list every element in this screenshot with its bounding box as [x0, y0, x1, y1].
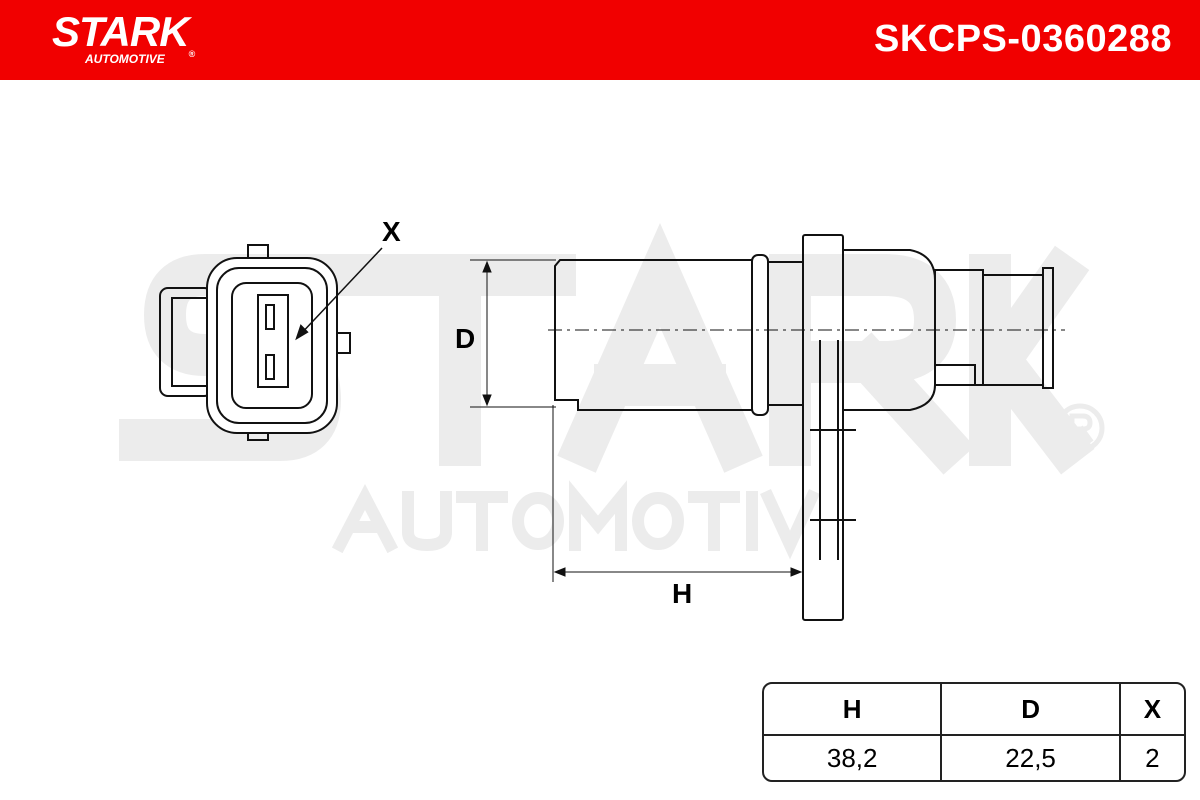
sensor-side-view: [548, 234, 1065, 621]
value-d: 22,5: [942, 736, 1121, 780]
header-d: D: [942, 684, 1121, 736]
part-number: SKCPS-0360288: [873, 18, 1172, 60]
dimensions-table: H D X 38,2 22,5 2: [762, 682, 1186, 782]
brand-name: STARK: [52, 8, 190, 55]
value-h: 38,2: [764, 736, 943, 780]
header-x: X: [1120, 684, 1184, 736]
watermark-reg: [1055, 403, 1105, 453]
registered-mark: ®: [188, 49, 196, 59]
connector-front-view: [159, 244, 383, 441]
label-h: H: [672, 578, 693, 609]
header-h: H: [764, 684, 943, 736]
label-d: D: [455, 323, 476, 354]
label-x: X: [382, 216, 401, 247]
table-row: 38,2 22,5 2: [764, 736, 1184, 780]
brand-logo: STARK® AUTOMOTIVE: [52, 8, 196, 67]
value-x: 2: [1145, 742, 1160, 773]
dimension-lines: [470, 259, 803, 582]
brand-subtitle: AUTOMOTIVE: [85, 52, 165, 66]
header-bar: STARK® AUTOMOTIVE SKCPS-0360288: [0, 0, 1200, 80]
table-header-row: H D X: [764, 684, 1184, 736]
watermark-subtitle: [331, 480, 820, 560]
